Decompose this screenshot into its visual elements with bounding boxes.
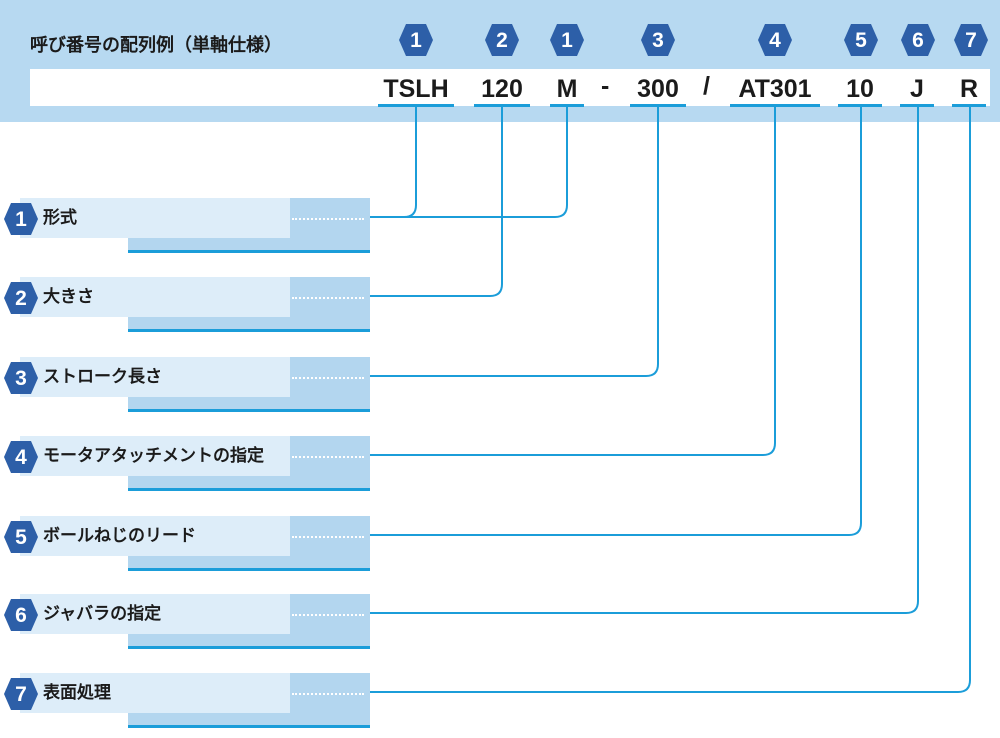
number-badge-icon: 7 (952, 21, 990, 59)
code-segment-lead: 10 (846, 75, 874, 103)
svg-text:3: 3 (652, 29, 664, 52)
svg-text:4: 4 (769, 29, 781, 52)
leader-line-model (370, 107, 417, 218)
spec-row-motor: 4 モータアタッチメントの指定 (0, 436, 370, 491)
code-segment-size: 120 (481, 75, 523, 103)
row-label-box (20, 198, 290, 238)
row-dotted-line (292, 377, 364, 379)
row-underline (128, 725, 370, 728)
svg-text:1: 1 (561, 29, 573, 52)
row-underline (128, 329, 370, 332)
separator-hyphen: - (601, 72, 610, 100)
row-underline (128, 409, 370, 412)
row-underline (128, 488, 370, 491)
number-badge-icon: 7 (2, 675, 40, 713)
row-label-box (20, 277, 290, 317)
diagram-title: 呼び番号の配列例（単軸仕様） (30, 35, 282, 56)
row-underline (128, 568, 370, 571)
row-label-box (20, 357, 290, 397)
row-dotted-line (292, 614, 364, 616)
row-label: 形式 (43, 208, 77, 228)
row-label: 大きさ (43, 287, 94, 307)
row-label: ストローク長さ (43, 367, 162, 387)
code-segment-surface: R (959, 75, 979, 103)
number-badge-icon: 1 (548, 21, 586, 59)
svg-text:6: 6 (912, 29, 924, 52)
svg-text:1: 1 (15, 208, 27, 231)
code-underline (730, 104, 820, 107)
svg-text:4: 4 (15, 446, 27, 469)
leader-line-model-suffix (370, 107, 568, 218)
svg-text:1: 1 (410, 29, 422, 52)
leader-line-stroke (370, 107, 659, 377)
row-label: モータアタッチメントの指定 (43, 446, 264, 466)
code-underline (378, 104, 454, 107)
code-underline (474, 104, 530, 107)
code-underline (550, 104, 584, 107)
svg-text:2: 2 (15, 287, 27, 310)
number-badge-icon: 2 (483, 21, 521, 59)
code-segment-stroke: 300 (637, 75, 679, 103)
code-segment-bellows: J (910, 75, 924, 103)
row-label-box (20, 673, 290, 713)
leader-line-lead (370, 107, 862, 536)
row-label: ボールねじのリード (43, 526, 196, 546)
code-segment-model: TSLH (383, 75, 449, 103)
svg-text:3: 3 (15, 367, 27, 390)
leader-line-size (370, 107, 503, 297)
row-label-box (20, 594, 290, 634)
svg-text:7: 7 (965, 29, 977, 52)
spec-row-model: 1 形式 (0, 198, 370, 253)
spec-row-stroke: 3 ストローク長さ (0, 357, 370, 412)
row-underline (128, 250, 370, 253)
row-label-box (20, 436, 290, 476)
row-label: 表面処理 (43, 683, 111, 703)
row-dotted-line (292, 456, 364, 458)
row-underline (128, 646, 370, 649)
code-underline (952, 104, 986, 107)
svg-text:5: 5 (855, 29, 867, 52)
number-badge-icon: 1 (2, 200, 40, 238)
row-label: ジャバラの指定 (43, 604, 162, 624)
spec-row-lead: 5 ボールねじのリード (0, 516, 370, 571)
row-label-box (20, 516, 290, 556)
spec-row-size: 2 大きさ (0, 277, 370, 332)
spec-row-surface: 7 表面処理 (0, 673, 370, 728)
svg-text:2: 2 (496, 29, 508, 52)
row-dotted-line (292, 536, 364, 538)
number-badge-icon: 5 (2, 518, 40, 556)
separator-slash: / (703, 72, 710, 100)
number-badge-icon: 1 (397, 21, 435, 59)
number-badge-icon: 6 (899, 21, 937, 59)
code-segment-model-suffix: M (556, 75, 578, 103)
leader-line-surface (370, 107, 971, 693)
number-badge-icon: 3 (639, 21, 677, 59)
code-segment-motor: AT301 (738, 75, 812, 103)
svg-text:6: 6 (15, 604, 27, 627)
row-dotted-line (292, 693, 364, 695)
leader-line-motor (370, 107, 776, 456)
svg-text:7: 7 (15, 683, 27, 706)
code-underline (630, 104, 686, 107)
row-dotted-line (292, 297, 364, 299)
number-badge-icon: 6 (2, 596, 40, 634)
code-strip (30, 69, 990, 106)
code-underline (838, 104, 882, 107)
number-badge-icon: 5 (842, 21, 880, 59)
leader-line-bellows (370, 107, 919, 614)
svg-text:5: 5 (15, 526, 27, 549)
code-underline (900, 104, 934, 107)
number-badge-icon: 2 (2, 279, 40, 317)
row-dotted-line (292, 218, 364, 220)
number-badge-icon: 4 (756, 21, 794, 59)
spec-row-bellows: 6 ジャバラの指定 (0, 594, 370, 649)
number-badge-icon: 4 (2, 438, 40, 476)
number-badge-icon: 3 (2, 359, 40, 397)
